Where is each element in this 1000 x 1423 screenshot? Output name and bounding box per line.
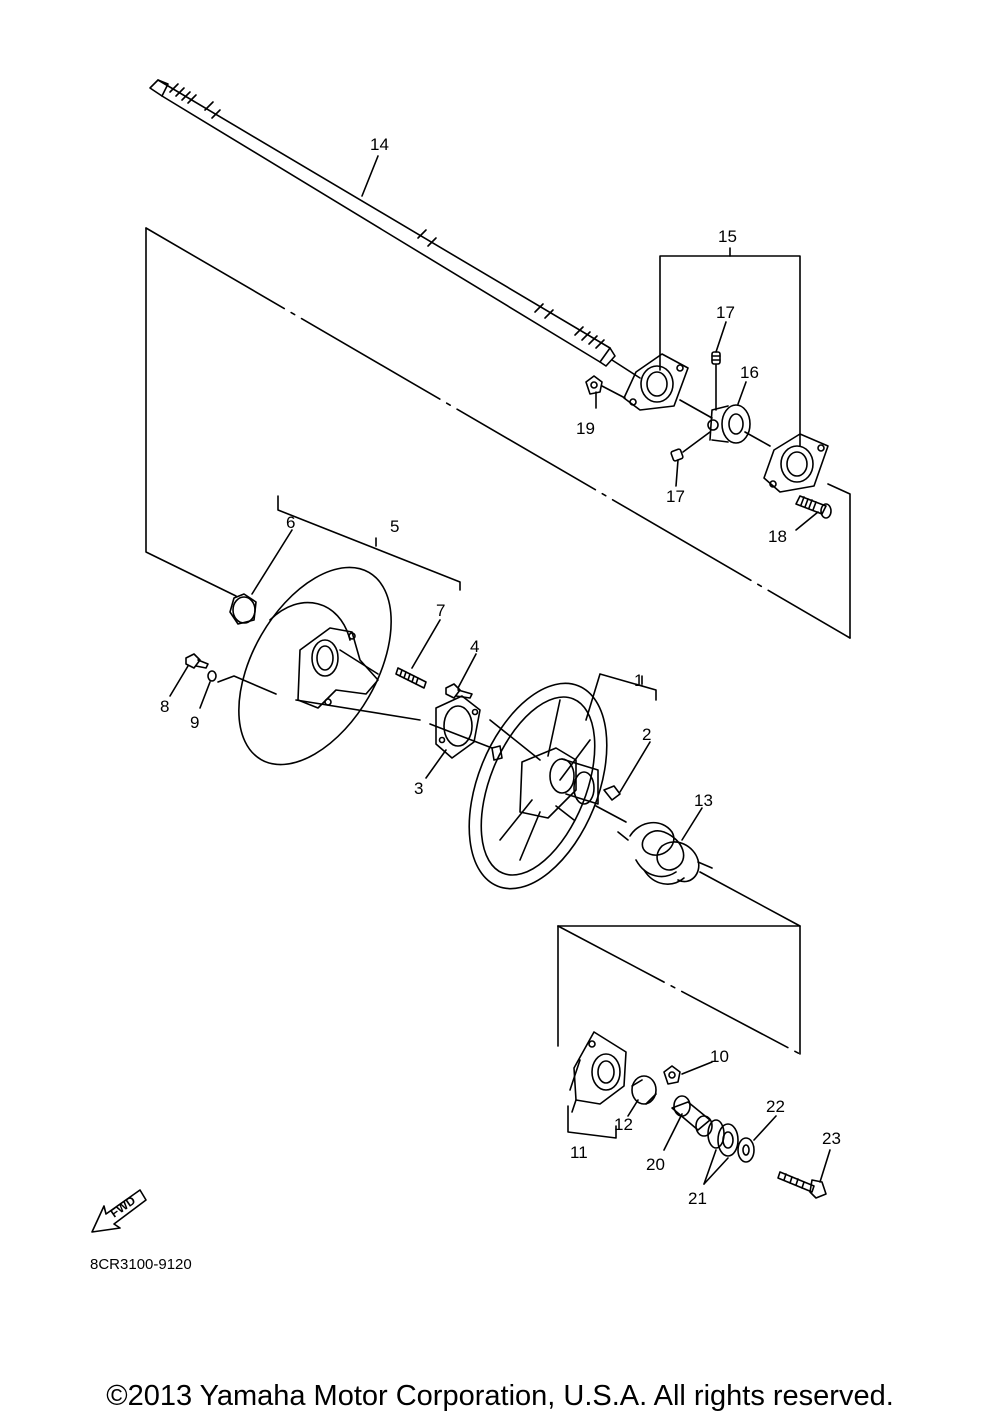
label-17-bottom: 17 bbox=[666, 487, 685, 506]
label-16: 16 bbox=[740, 363, 759, 382]
part-19-nut bbox=[585, 375, 626, 399]
label-22: 22 bbox=[766, 1097, 785, 1116]
assembly-bracket-large bbox=[145, 227, 851, 639]
part-21-collar bbox=[671, 1095, 713, 1137]
bracket-1 bbox=[585, 673, 657, 721]
centerline-sheave bbox=[595, 805, 627, 823]
part-15-flange-front bbox=[623, 353, 689, 411]
part-14-shaft bbox=[149, 79, 616, 367]
part-13-spring bbox=[617, 821, 713, 885]
part-11-cam bbox=[569, 1031, 627, 1113]
label-21: 20 bbox=[646, 1155, 665, 1174]
label-19: 19 bbox=[576, 419, 595, 438]
part-2-screw bbox=[603, 785, 621, 801]
assembly-bracket-lower bbox=[557, 871, 801, 1055]
bracket-11 bbox=[567, 1105, 617, 1139]
bracket-15 bbox=[659, 247, 801, 447]
part-1-sliding-sheave bbox=[468, 682, 608, 890]
part-3-gasket bbox=[435, 695, 481, 759]
label-20: 21 bbox=[688, 1189, 707, 1208]
label-1: 1 bbox=[634, 671, 643, 690]
part-5-fixed-sheave bbox=[238, 566, 392, 766]
part-17-fitting-bottom bbox=[670, 431, 711, 462]
label-23: 23 bbox=[822, 1129, 841, 1148]
part-17-fitting-top bbox=[711, 351, 721, 411]
label-9: 9 bbox=[190, 713, 199, 732]
label-14: 14 bbox=[370, 135, 389, 154]
label-8: 8 bbox=[160, 697, 169, 716]
part-18-bolt bbox=[795, 495, 832, 519]
label-6: 6 bbox=[286, 513, 295, 532]
part-16-bearing bbox=[707, 404, 751, 444]
label-17-top: 17 bbox=[716, 303, 735, 322]
part-6-collar bbox=[229, 593, 257, 625]
label-13: 13 bbox=[694, 791, 713, 810]
fwd-arrow-icon: FWD bbox=[91, 1189, 147, 1233]
label-15: 15 bbox=[718, 227, 737, 246]
bracket-5 bbox=[277, 495, 461, 591]
label-4: 4 bbox=[470, 637, 479, 656]
label-10: 10 bbox=[710, 1047, 729, 1066]
label-5: 5 bbox=[390, 517, 399, 536]
label-18: 18 bbox=[768, 527, 787, 546]
part-7-stud bbox=[395, 667, 427, 689]
copyright-notice: ©2013 Yamaha Motor Corporation, U.S.A. A… bbox=[106, 1380, 894, 1412]
part-10-nut bbox=[663, 1065, 681, 1085]
label-7: 7 bbox=[436, 601, 445, 620]
part-9-washer bbox=[207, 670, 493, 749]
label-11: 11 bbox=[570, 1143, 588, 1162]
drawing-code: 8CR3100-9120 bbox=[90, 1256, 192, 1273]
part-labels: 14 15 17 16 19 17 18 6 5 7 4 1 2 8 9 3 1… bbox=[160, 135, 841, 1208]
part-8-bolt bbox=[185, 653, 209, 669]
part-4-screw bbox=[445, 683, 473, 699]
leader-lines bbox=[169, 155, 831, 1185]
part-23-bolt bbox=[777, 1171, 827, 1199]
part-22-washer bbox=[737, 1137, 755, 1163]
part-20-washers bbox=[707, 1119, 739, 1157]
part-12-bushing bbox=[631, 1075, 657, 1105]
part-15-flange-rear bbox=[763, 433, 829, 493]
label-2: 2 bbox=[642, 725, 651, 744]
label-12: 12 bbox=[614, 1115, 633, 1134]
label-3: 3 bbox=[414, 779, 423, 798]
